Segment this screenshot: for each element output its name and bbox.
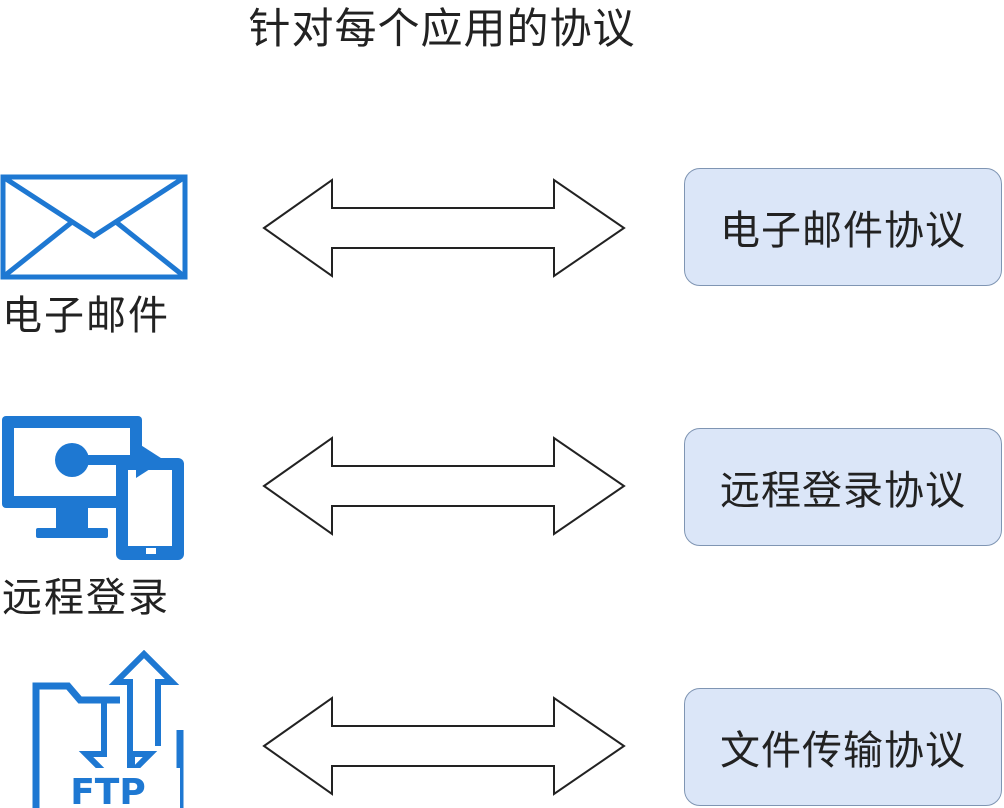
double-arrow-remote-login	[262, 436, 626, 536]
ftp-icon-text: FTP	[70, 772, 146, 808]
app-label-email: 电子邮件	[2, 293, 170, 339]
protocol-box-remote-login: 远程登录协议	[684, 428, 1002, 546]
double-arrow-email	[262, 178, 626, 278]
protocol-box-file-transfer: 文件传输协议	[684, 688, 1002, 806]
app-label-remote-login: 远程登录	[2, 575, 170, 621]
protocol-label-email: 电子邮件协议	[720, 208, 966, 254]
ftp-folder-icon: FTP	[32, 650, 184, 808]
email-icon	[0, 174, 188, 280]
protocol-label-file-transfer: 文件传输协议	[720, 728, 966, 774]
diagram-title: 针对每个应用的协议	[248, 4, 636, 53]
protocol-box-email: 电子邮件协议	[684, 168, 1002, 286]
double-arrow-file-transfer	[262, 696, 626, 796]
remote-desktop-icon	[2, 416, 184, 560]
protocol-label-remote-login: 远程登录协议	[720, 468, 966, 514]
